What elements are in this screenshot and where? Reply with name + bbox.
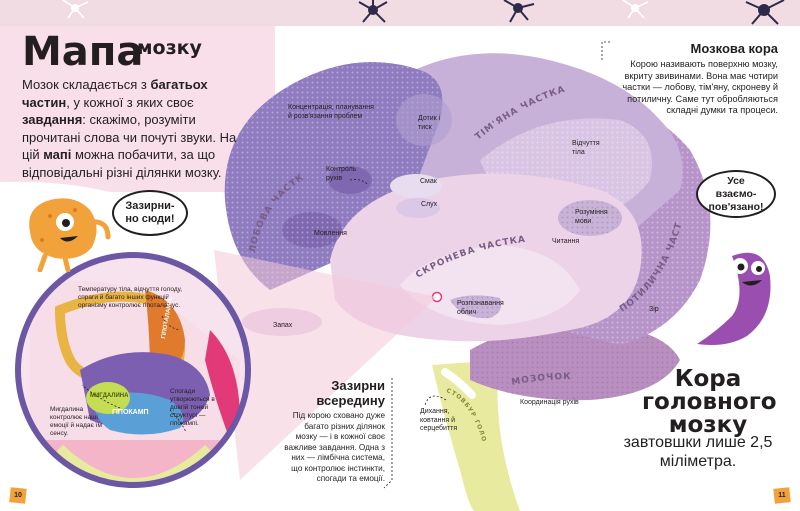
speech-bubble-all-connected: Усе взаємо-пов'язано! (696, 170, 776, 218)
intro-fragment: багатьох частин (22, 77, 208, 110)
area-label-movement-control: Контроль рухів (326, 166, 357, 182)
page-number-left-badge (9, 487, 27, 504)
cortex-thickness-heading: Кора головного мозку (642, 366, 777, 438)
cortex-title: Мозкова кора (690, 41, 778, 56)
area-label-vision: Зір (649, 306, 659, 313)
area-label-speech: Мовлення (314, 230, 347, 237)
area-label-reading: Читання (552, 238, 580, 245)
area-label-face-recognition: Розпізнавання облич (457, 300, 504, 316)
inside-info: Зазирни всередину Під корою сховано дуже… (281, 378, 385, 485)
page-title: Мапа (22, 29, 144, 75)
amygdala-description: Мигдалина контролює наші емоції й надає … (50, 406, 102, 437)
intro-fragment: : скажімо, розуміти прочитані слова чи п… (22, 112, 237, 162)
hippocampus-description: Спогади утворюються в довгій тонкій стру… (170, 388, 215, 427)
intro-paragraph: Мозок складається з багатьох частин, у к… (22, 76, 257, 181)
inside-body: Під корою сховано дуже багато різних діл… (284, 411, 385, 483)
area-label-coordination: Координація рухів (520, 399, 579, 406)
page-subtitle: мозку (137, 37, 202, 59)
intro-fragment: завдання (22, 112, 83, 127)
cortex-info: Мозкова кора Корою називають поверхню мо… (602, 41, 778, 117)
title-panel (0, 26, 275, 192)
area-label-concentration: Концентрація, планування й розв'язання п… (288, 104, 374, 120)
inside-title: Зазирни всередину (316, 378, 385, 408)
hypothalamus-description: Температуру тіла, відчуття голоду, спраг… (78, 286, 183, 309)
area-label-smell: Запах (273, 322, 293, 329)
hippocampus-label: ГІПОКАМП (112, 409, 149, 416)
intro-fragment: мапі (43, 147, 72, 162)
intro-fragment: Мозок складається з (22, 77, 151, 92)
intro-fragment: , у кожної з яких своє (66, 94, 194, 110)
area-label-body-sensation: Відчуття тіла (572, 140, 600, 156)
area-label-touch: Дотик і тиск (418, 115, 441, 131)
page-number-right: 11 (778, 492, 786, 499)
area-label-hearing: Слух (421, 201, 438, 208)
area-label-speech-understanding: Розуміння мови (575, 209, 608, 225)
neuron-icon (622, 0, 649, 19)
neuron-icon (62, 0, 89, 19)
page-number-left: 10 (14, 492, 22, 499)
area-label-breathing: Дихання, ковтання й серцебиття (420, 408, 458, 432)
area-label-taste: Смак (420, 178, 437, 185)
purple-worm-icon (697, 252, 771, 345)
page-number-right-badge (773, 487, 791, 504)
neuron-icon (745, 0, 785, 25)
amygdala-label: МИГДАЛИНА (90, 393, 129, 399)
neuron-icon (503, 0, 535, 23)
top-decorative-band (0, 0, 800, 26)
orange-monster-icon (29, 198, 111, 272)
cortex-body: Корою називають поверхню мозку, вкриту з… (622, 59, 778, 115)
brain-stem (432, 360, 520, 511)
intro-fragment: можна побачити, за що відповідальні різн… (22, 147, 222, 180)
cortex-thickness-text: завтовшки лише 2,5 міліметра. (623, 434, 773, 470)
speech-bubble-look-here: Зазирни-но сюди! (112, 190, 188, 236)
neuron-icon (358, 0, 388, 23)
